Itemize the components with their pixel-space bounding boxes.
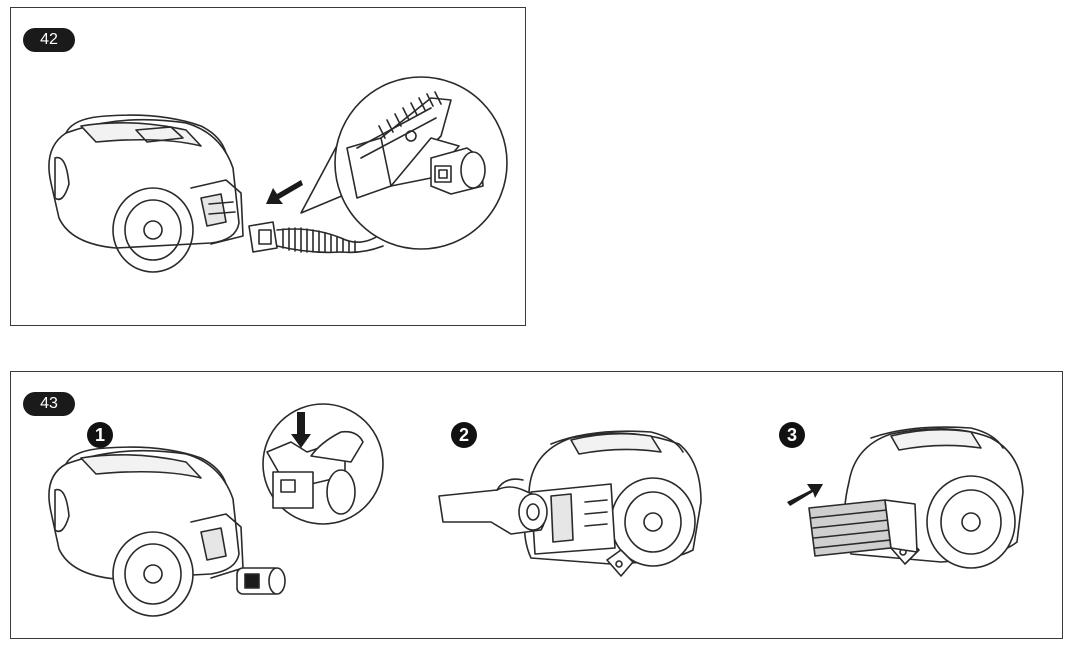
- filter-icon: [236, 567, 286, 595]
- arrow-icon: [266, 180, 303, 204]
- figure-43-illustration: [48, 403, 1024, 617]
- vacuum-cleaner-icon: [48, 446, 244, 617]
- figure-42-illustration: [48, 76, 508, 273]
- vacuum-cleaner-icon: [48, 114, 244, 273]
- connector-detail: [346, 91, 486, 199]
- filter-icon: [808, 499, 918, 557]
- figure-number-badge: 42: [23, 28, 75, 52]
- hose: [248, 221, 384, 254]
- hand-icon: [438, 478, 548, 535]
- step-3-marker: 3: [779, 422, 805, 448]
- figure-42-panel: 42: [10, 7, 526, 326]
- arrow-icon: [787, 484, 823, 506]
- arrow-icon: [291, 412, 311, 448]
- step-2-marker: 2: [451, 422, 477, 448]
- hand-icon: [266, 430, 364, 515]
- vacuum-cleaner-icon: [523, 430, 702, 577]
- figure-number-badge: 43: [23, 392, 75, 416]
- figure-43-panel: 43 1 2 3: [10, 371, 1063, 639]
- step-1-marker: 1: [87, 422, 113, 448]
